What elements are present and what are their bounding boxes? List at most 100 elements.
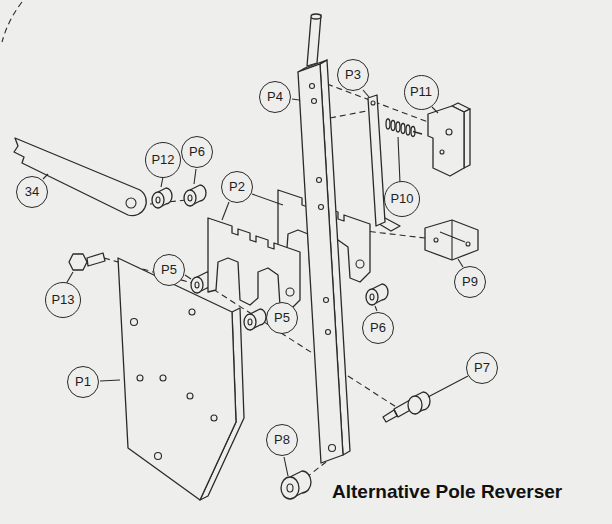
spacer-bore <box>248 319 252 325</box>
bar-hole <box>324 298 329 303</box>
spring-coil <box>396 122 400 132</box>
callout-number: P1 <box>75 375 91 389</box>
bar-hole <box>329 445 336 452</box>
plate-hole <box>286 288 294 296</box>
callout-circle: P8 <box>266 424 298 456</box>
callout-circle: P4 <box>259 81 291 113</box>
diagram-title: Alternative Pole Reverser <box>332 481 562 503</box>
callout-number: P6 <box>189 145 205 159</box>
washer <box>152 192 164 208</box>
bolt-head <box>408 396 422 414</box>
callout-circle: P6 <box>362 312 394 344</box>
bracket-edge <box>464 109 470 168</box>
callout-circle: P13 <box>45 282 81 318</box>
bar-hole <box>310 84 315 89</box>
bar-hole <box>326 330 331 335</box>
spring-coil <box>401 124 405 134</box>
link-hole <box>371 101 375 105</box>
leader-line <box>194 169 196 184</box>
spacer-bore <box>370 294 374 300</box>
assembly-axis <box>2 2 22 42</box>
bolt-shank <box>87 253 105 266</box>
leader-line <box>363 90 369 97</box>
callout-circle: P3 <box>337 59 369 91</box>
callout-number: P10 <box>390 192 413 206</box>
callout-number: P7 <box>474 361 490 375</box>
callout-circle: P10 <box>384 181 420 217</box>
leader-line <box>458 259 463 267</box>
leader-line <box>100 380 120 381</box>
callout-number: P9 <box>462 275 478 289</box>
leader-line <box>398 137 400 183</box>
callout-number: P5 <box>161 263 177 277</box>
leader-line <box>161 177 163 187</box>
plate-hole <box>137 375 143 381</box>
washer-bore <box>156 197 160 203</box>
spacer <box>191 277 203 293</box>
link-hole <box>126 198 136 208</box>
bar-hole <box>319 205 324 210</box>
callout-circle: P5 <box>153 254 185 286</box>
pole-bar <box>298 64 343 463</box>
callout-number: P3 <box>345 68 361 82</box>
plate-hole <box>160 375 166 381</box>
bracket-hole <box>440 150 444 154</box>
callout-circle: P5 <box>266 302 298 334</box>
channel-fold <box>440 220 465 260</box>
spring-coil <box>391 121 395 131</box>
callout-number: P4 <box>267 90 283 104</box>
callout-circle: 34 <box>16 176 48 208</box>
bracket <box>428 106 464 176</box>
plate-hole <box>155 453 162 460</box>
spacer <box>281 477 299 499</box>
callout-circle: P6 <box>181 136 213 168</box>
bracket-hole <box>434 238 438 242</box>
spring-coil <box>386 119 390 129</box>
bracket-hole <box>446 129 452 135</box>
leader-line <box>428 376 468 397</box>
callout-circle: P2 <box>221 171 253 203</box>
callout-circle: P9 <box>454 266 486 298</box>
spacer-bore <box>195 282 199 288</box>
leader-line <box>284 457 288 476</box>
callout-number: P5 <box>274 311 290 325</box>
spacer-bore <box>188 195 192 201</box>
assembly-axis <box>330 110 372 118</box>
pole-rod <box>307 15 321 66</box>
leader-line <box>185 275 191 279</box>
spacer <box>244 314 256 330</box>
spacer <box>184 190 196 206</box>
callout-circle: P1 <box>67 366 99 398</box>
callout-number: P2 <box>229 180 245 194</box>
callout-number: P13 <box>51 293 74 307</box>
leader-line <box>432 107 438 113</box>
callout-number: P11 <box>410 85 432 99</box>
pole-rod-end <box>311 14 321 19</box>
plate-hole <box>211 415 217 421</box>
spring-coil <box>406 125 410 135</box>
bolt-head <box>69 254 87 270</box>
callout-number: 34 <box>25 185 39 199</box>
leader-line <box>43 174 48 179</box>
callout-number: P12 <box>151 153 174 167</box>
callout-circle: P11 <box>404 75 439 110</box>
thin-link <box>368 95 385 226</box>
channel-bracket <box>425 220 478 260</box>
callout-circle: P12 <box>145 142 181 178</box>
spring-end <box>413 132 422 135</box>
reverser-plate <box>208 218 300 310</box>
callout-circle: P7 <box>466 352 498 384</box>
bar-hole <box>317 178 322 183</box>
bracket-hole <box>466 242 470 246</box>
plate-hole <box>187 393 193 399</box>
plate-hole <box>356 260 364 268</box>
callout-number: P6 <box>370 321 386 335</box>
leader-line <box>222 202 229 220</box>
plate-hole <box>189 309 195 315</box>
leader-line <box>252 194 283 205</box>
link-bar <box>14 138 146 216</box>
callout-number: P8 <box>274 433 290 447</box>
leader-line <box>292 99 299 100</box>
